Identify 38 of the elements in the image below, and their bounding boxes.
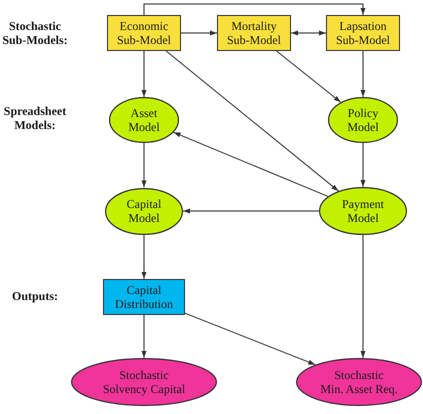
- arrow: [360, 50, 366, 98]
- arrow: [184, 312, 316, 366]
- node-label: Stochastic Solvency Capital: [102, 368, 186, 396]
- node-label: Mortality Sub-Model: [227, 19, 281, 47]
- node-label: Asset Model: [128, 106, 160, 134]
- arrow: [360, 142, 366, 188]
- arrow: [166, 50, 339, 192]
- result-ellipse: [296, 358, 422, 406]
- node-label: Lapsation Sub-Model: [336, 19, 390, 47]
- node-label: Policy Model: [347, 106, 379, 134]
- sub-model-box: [326, 15, 400, 51]
- section-label: Spreadsheet Models:: [2, 104, 68, 132]
- section-label: Outputs:: [10, 289, 59, 303]
- arrow: [173, 132, 328, 197]
- node-label: Capital Model: [126, 197, 162, 225]
- model-ellipse: [319, 187, 407, 235]
- model-ellipse: [105, 188, 183, 234]
- arrow: [144, 4, 366, 16]
- model-ellipse: [109, 97, 179, 143]
- double-arrow: [290, 30, 326, 36]
- node-label: Stochastic Min. Asset Req.: [320, 368, 398, 396]
- sub-model-box: [107, 15, 181, 51]
- output-box: [103, 279, 185, 315]
- arrow: [142, 234, 146, 280]
- result-ellipse: [71, 358, 217, 406]
- arrow: [180, 30, 218, 36]
- arrow: [360, 234, 366, 359]
- section-label: Stochastic Sub-Models:: [1, 19, 69, 47]
- model-ellipse: [328, 97, 398, 143]
- arrow: [182, 208, 320, 214]
- arrow: [276, 50, 342, 103]
- node-label: Economic Sub-Model: [117, 19, 171, 47]
- arrow: [142, 314, 146, 358]
- arrow: [142, 50, 146, 98]
- node-label: Payment Model: [342, 197, 384, 225]
- node-label: Capital Distribution: [114, 283, 173, 311]
- arrow: [142, 142, 146, 188]
- sub-model-box: [217, 15, 291, 51]
